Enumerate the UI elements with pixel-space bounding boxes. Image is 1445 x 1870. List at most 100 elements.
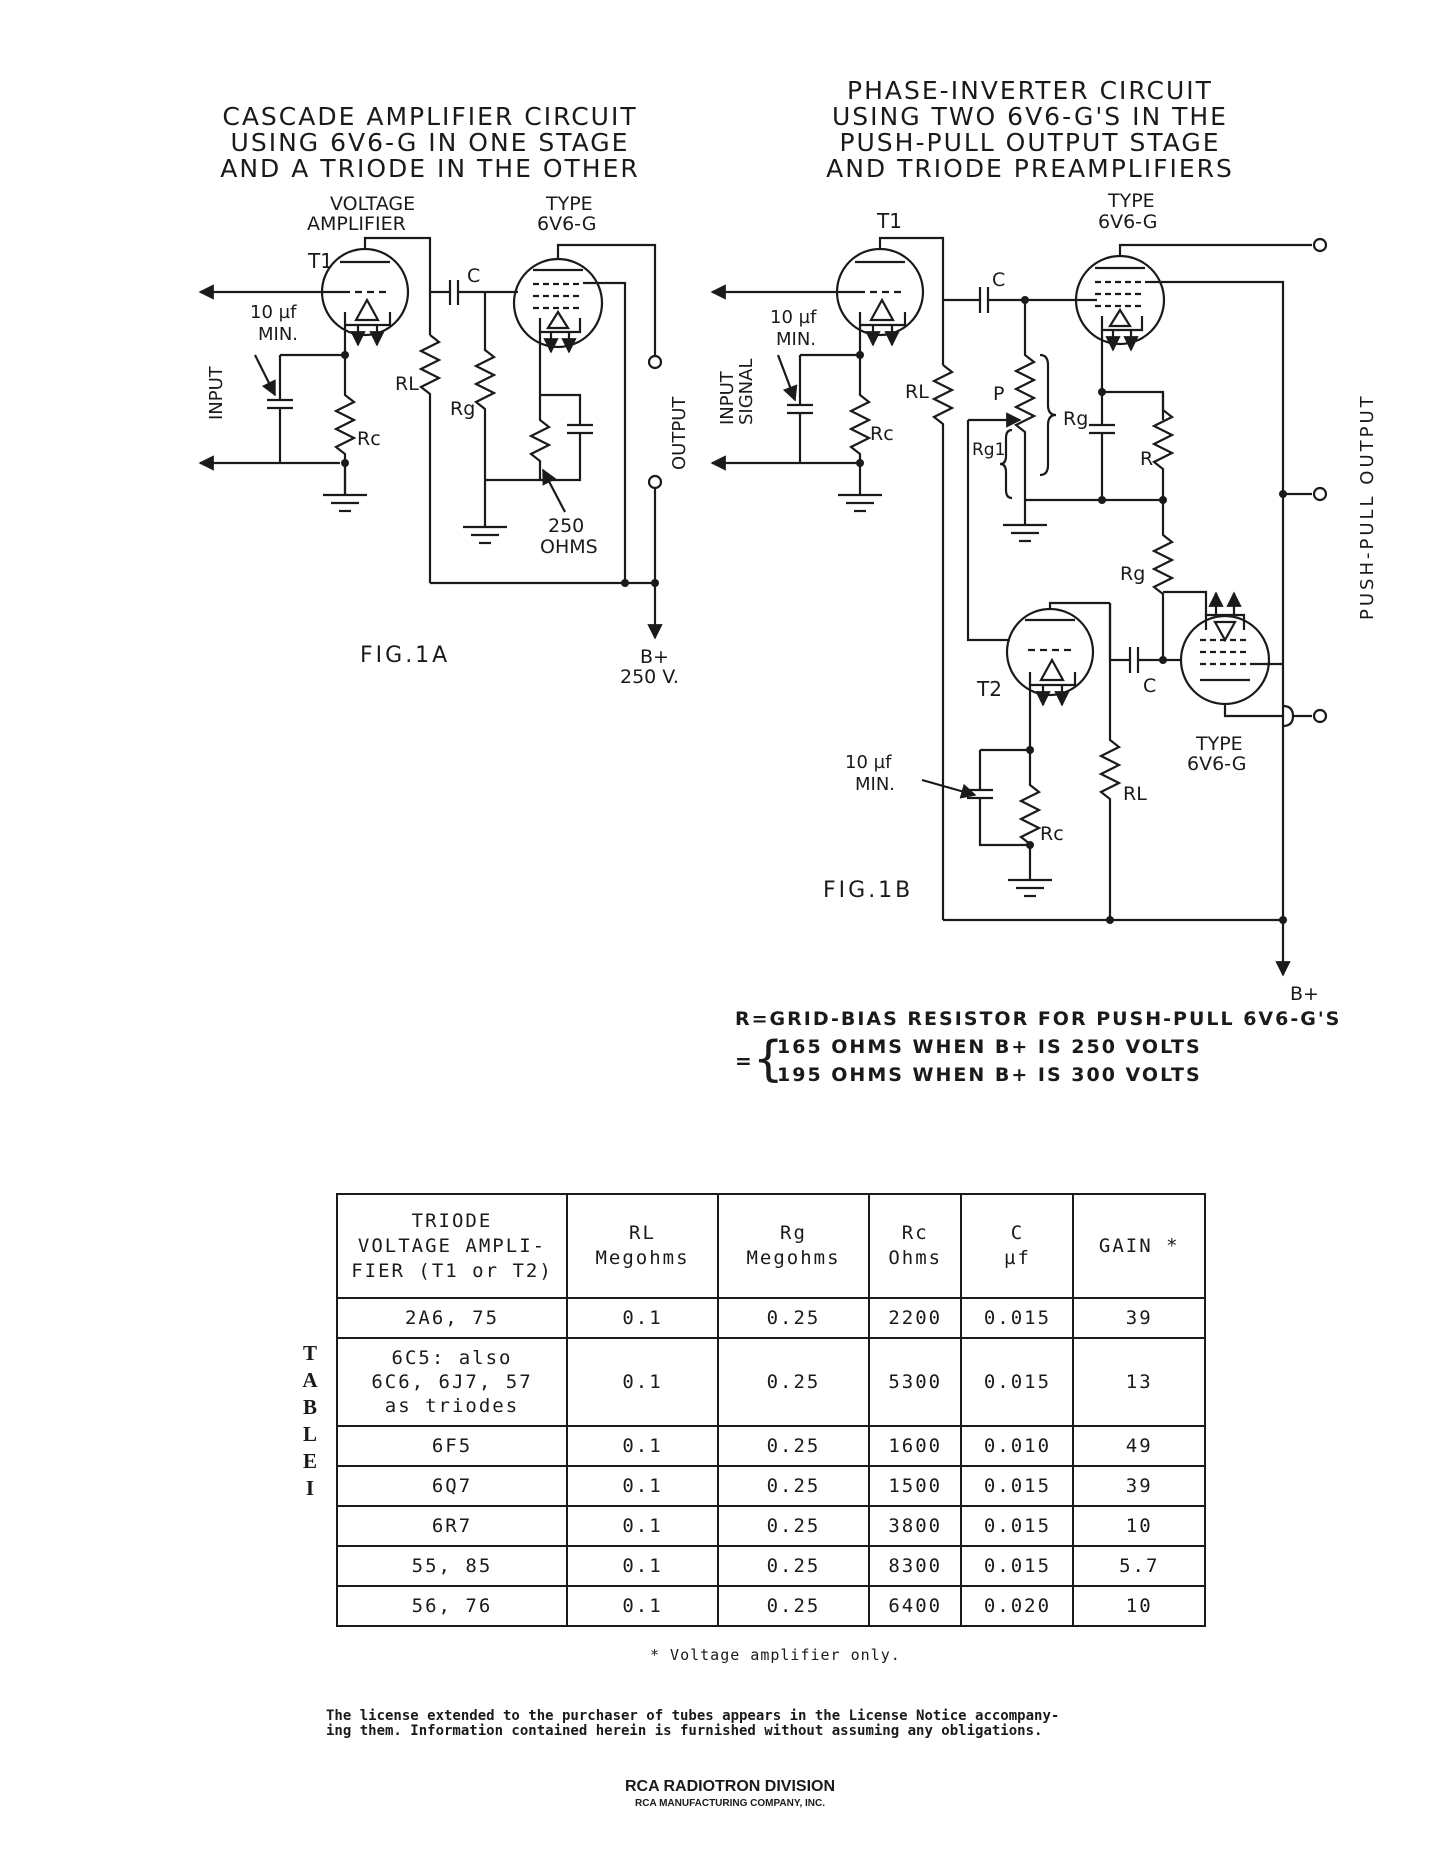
tube-type-cell: 2A6, 75	[336, 1297, 568, 1339]
grid-bias-value: 165 OHMS WHEN B+ IS 250 VOLTS	[777, 1036, 1202, 1058]
rc-cell: 1600	[867, 1425, 963, 1467]
c-cell: 0.020	[960, 1585, 1075, 1627]
triode-tube-t1	[320, 247, 410, 347]
fig1a-heading-line: AND A TRIODE IN THE OTHER	[220, 154, 640, 183]
rg-cell: 0.25	[716, 1297, 870, 1339]
label-push-pull-output: PUSH-PULL OUTPUT	[1357, 393, 1378, 620]
label-voltage-amp: AMPLIFIER	[307, 213, 406, 235]
label-ohms-value: 250	[548, 515, 584, 537]
tube-type-cell: 6C5: also 6C6, 6J7, 57 as triodes	[336, 1337, 568, 1427]
label-rc: Rc	[870, 423, 894, 445]
label-tube-type: 6V6-G	[1187, 753, 1246, 775]
fig1b-heading-line: PUSH-PULL OUTPUT STAGE	[839, 128, 1221, 157]
label-type: TYPE	[1195, 733, 1243, 755]
label-rg: Rg	[1120, 563, 1145, 585]
c-cell: 0.015	[960, 1337, 1075, 1427]
table-row: 6C5: also 6C6, 6J7, 57 as triodes 0.1 0.…	[336, 1337, 1206, 1427]
rl-cell: 0.1	[566, 1337, 719, 1427]
rc-cell: 6400	[867, 1585, 963, 1627]
triode-data-table: TRIODE VOLTAGE AMPLI- FIER (T1 or T2) RL…	[336, 1193, 1206, 1627]
label-cap: MIN.	[855, 774, 895, 795]
label-rl: RL	[395, 373, 419, 395]
rg-cell: 0.25	[716, 1425, 870, 1467]
label-rg: Rg	[1063, 408, 1088, 430]
rl-cell: 0.1	[566, 1465, 719, 1507]
fig1b-schematic: T1 TYPE 6V6-G C RL Rc P Rg Rg1 R Rg C T2…	[710, 190, 1378, 1005]
table-row: 2A6, 75 0.1 0.25 2200 0.015 39	[336, 1297, 1206, 1339]
pentode-tube-6v6-upper	[1074, 254, 1166, 352]
label-type: TYPE	[545, 193, 593, 215]
gain-cell: 10	[1072, 1585, 1206, 1627]
table-footnote: * Voltage amplifier only.	[650, 1646, 901, 1664]
fig1a-caption: FIG.1A	[360, 643, 451, 668]
label-rl: RL	[905, 381, 929, 403]
rc-cell: 3800	[867, 1505, 963, 1547]
table-side-label: T A B L E I	[302, 1341, 318, 1500]
label-input: INPUT	[206, 365, 227, 420]
rg-cell: 0.25	[716, 1505, 870, 1547]
label-ohms: OHMS	[540, 536, 598, 558]
label-c: C	[1143, 675, 1156, 697]
grid-bias-note-values: = { 165 OHMS WHEN B+ IS 250 VOLTS 195 OH…	[735, 1033, 1341, 1089]
label-bplus: B+	[1290, 983, 1319, 1005]
license-notice: The license extended to the purchaser of…	[326, 1708, 1060, 1739]
rl-cell: 0.1	[566, 1297, 719, 1339]
table-row: 56, 76 0.1 0.25 6400 0.020 10	[336, 1585, 1206, 1627]
label-signal: SIGNAL	[736, 359, 757, 426]
triode-tube-t1	[835, 247, 925, 347]
c-cell: 0.015	[960, 1297, 1075, 1339]
gain-cell: 39	[1072, 1297, 1206, 1339]
rc-cell: 8300	[867, 1545, 963, 1587]
gain-cell: 13	[1072, 1337, 1206, 1427]
tube-type-cell: 6R7	[336, 1505, 568, 1547]
label-r: R	[1140, 448, 1153, 470]
table-header-row: TRIODE VOLTAGE AMPLI- FIER (T1 or T2) RL…	[336, 1193, 1206, 1299]
label-c: C	[467, 265, 480, 287]
label-input: INPUT	[717, 370, 738, 425]
table-row: 55, 85 0.1 0.25 8300 0.015 5.7	[336, 1545, 1206, 1587]
fig1b-heading-line: AND TRIODE PREAMPLIFIERS	[826, 154, 1234, 183]
label-t1: T1	[876, 209, 902, 233]
label-t1: T1	[307, 249, 333, 273]
fig1b-heading-line: PHASE-INVERTER CIRCUIT	[847, 76, 1213, 105]
table-row: 6R7 0.1 0.25 3800 0.015 10	[336, 1505, 1206, 1547]
label-bplus: B+	[640, 646, 669, 668]
company-name: RCA RADIOTRON DIVISION	[624, 1778, 836, 1795]
rg-cell: 0.25	[716, 1337, 870, 1427]
fig1b-heading-line: USING TWO 6V6-G'S IN THE	[832, 102, 1228, 131]
fig1b-heading: PHASE-INVERTER CIRCUIT USING TWO 6V6-G'S…	[790, 78, 1270, 182]
label-cap: MIN.	[258, 324, 298, 345]
label-tube-type: 6V6-G	[537, 213, 596, 235]
c-cell: 0.015	[960, 1465, 1075, 1507]
grid-bias-note-title: R=GRID-BIAS RESISTOR FOR PUSH-PULL 6V6-G…	[735, 1008, 1342, 1030]
c-cell: 0.010	[960, 1425, 1075, 1467]
label-rg1: Rg1	[972, 440, 1005, 460]
rc-cell: 2200	[867, 1297, 963, 1339]
schematic-diagrams: VOLTAGE AMPLIFIER TYPE 6V6-G T1 C RL Rg …	[198, 190, 1378, 1005]
label-p: P	[993, 383, 1004, 405]
gain-cell: 39	[1072, 1465, 1206, 1507]
grid-bias-value: 195 OHMS WHEN B+ IS 300 VOLTS	[777, 1064, 1202, 1086]
label-c: C	[992, 269, 1005, 291]
label-bplus-volts: 250 V.	[620, 666, 679, 688]
label-tube-type: 6V6-G	[1098, 211, 1157, 233]
label-voltage-amp: VOLTAGE	[330, 193, 415, 215]
label-rl: RL	[1123, 783, 1147, 805]
triode-tube-t2	[1005, 607, 1095, 707]
table-row: 6Q7 0.1 0.25 1500 0.015 39	[336, 1465, 1206, 1507]
label-rc: Rc	[1040, 823, 1064, 845]
fig1a-heading-line: USING 6V6-G IN ONE STAGE	[230, 128, 630, 157]
fig1a-schematic: VOLTAGE AMPLIFIER TYPE 6V6-G T1 C RL Rg …	[198, 193, 690, 688]
gain-cell: 49	[1072, 1425, 1206, 1467]
c-cell: 0.015	[960, 1505, 1075, 1547]
rl-cell: 0.1	[566, 1585, 719, 1627]
label-output: OUTPUT	[669, 396, 690, 470]
header-triode: TRIODE VOLTAGE AMPLI- FIER (T1 or T2)	[336, 1193, 568, 1299]
c-cell: 0.015	[960, 1545, 1075, 1587]
company-subtitle: RCA MANUFACTURING COMPANY, INC.	[635, 1798, 825, 1809]
tube-type-cell: 6F5	[336, 1425, 568, 1467]
